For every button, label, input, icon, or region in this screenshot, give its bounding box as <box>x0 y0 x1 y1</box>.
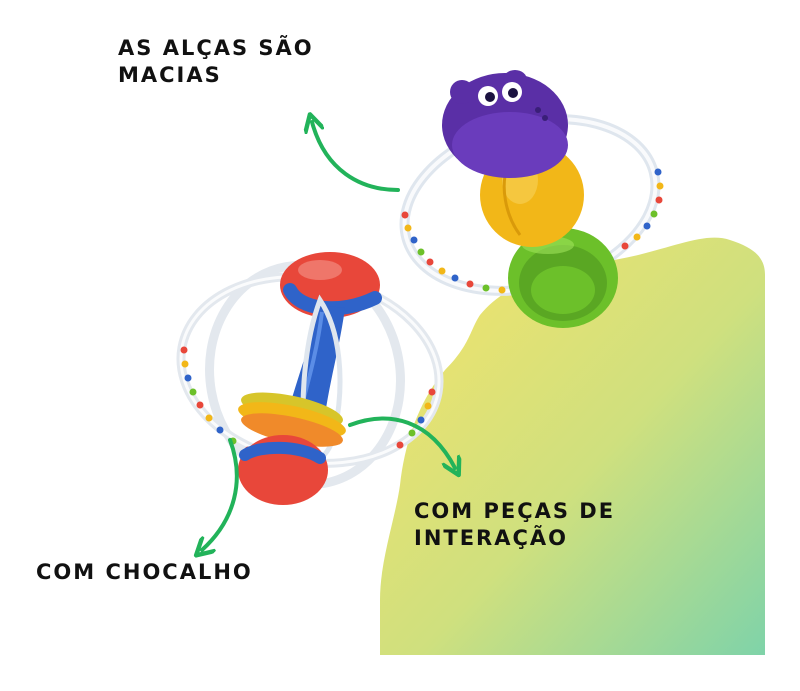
interaction-caption: COM PEÇAS DE INTERAÇÃO <box>414 498 615 552</box>
soft-handles-line-2: MACIAS <box>118 63 222 87</box>
rattle-caption: COM CHOCALHO <box>36 559 253 586</box>
soft-handles-caption: AS ALÇAS SÃO MACIAS <box>118 35 314 89</box>
interaction-line-1: COM PEÇAS DE <box>414 499 616 523</box>
arrow-soft-handles <box>312 122 400 192</box>
arrow-interaction <box>348 416 455 468</box>
interaction-line-2: INTERAÇÃO <box>414 526 568 550</box>
rattle-line: COM CHOCALHO <box>36 560 253 584</box>
soft-handles-line-1: AS ALÇAS SÃO <box>118 36 314 60</box>
gradient-blob <box>380 237 765 655</box>
hippo-rattle-toy <box>399 70 664 328</box>
rattle-ball-toy <box>176 252 444 505</box>
arrow-rattle <box>202 438 239 550</box>
